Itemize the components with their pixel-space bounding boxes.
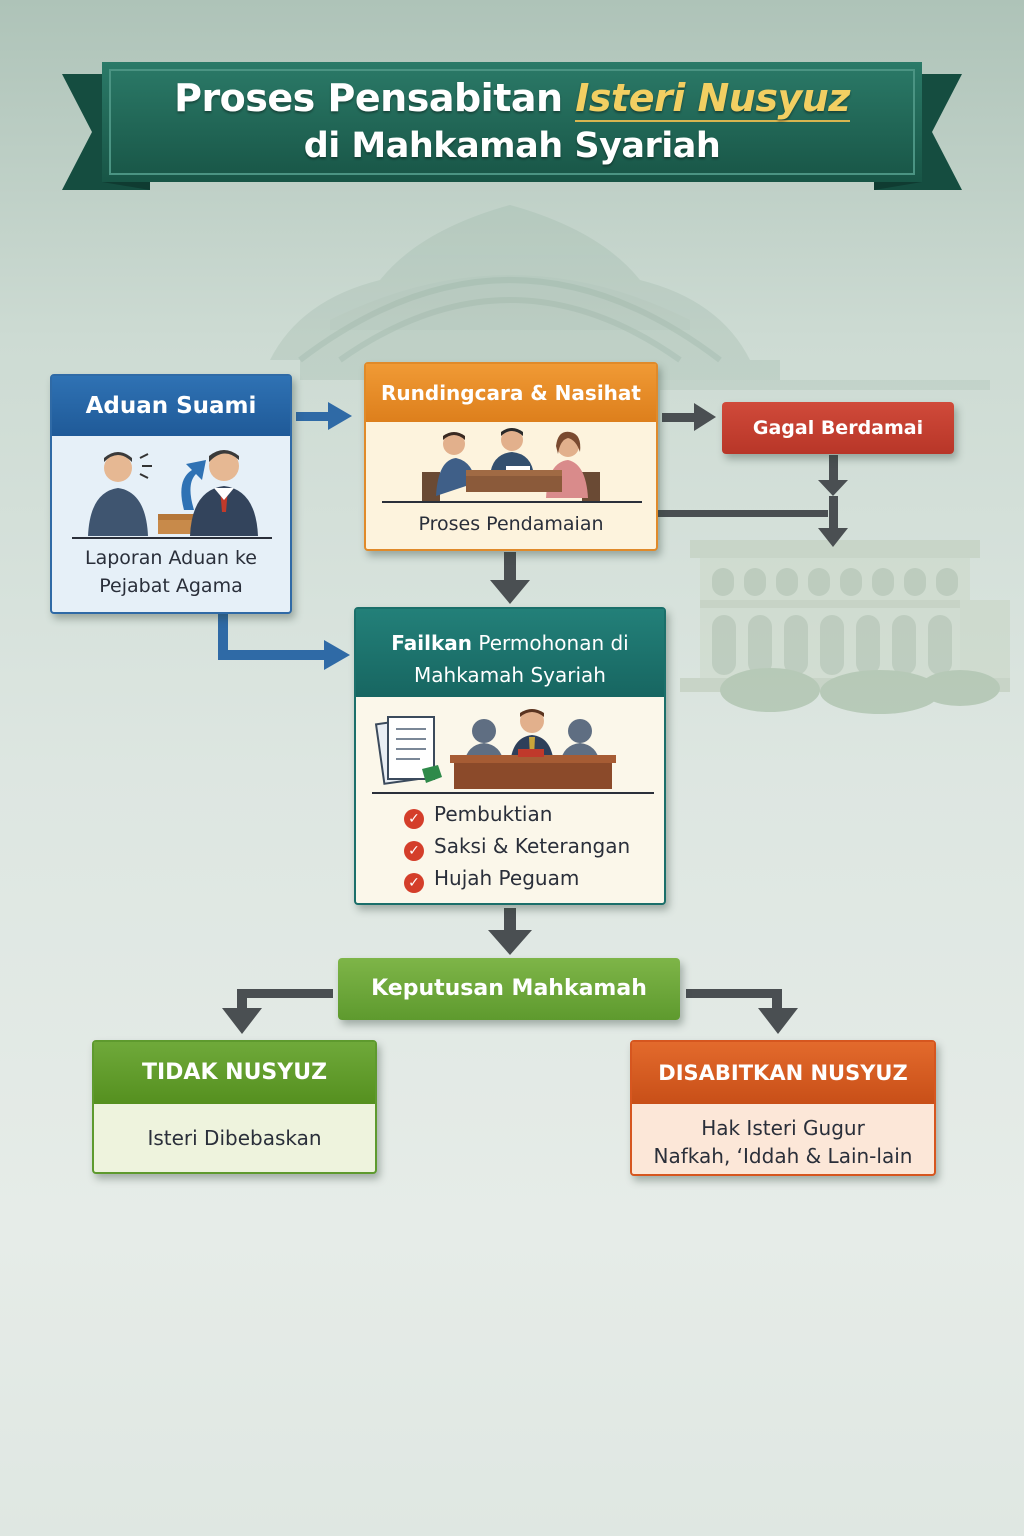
rundingcara-caption: Proses Pendamaian [418,513,604,535]
aduan-line-1: Laporan Aduan ke [85,547,257,569]
gagal-heading: Gagal Berdamai [752,417,924,439]
node-failkan-permohonan: Failkan Permohonan di Mahkamah Syariah ✓… [354,607,666,905]
check-circle-icon: ✓ [404,809,424,829]
failkan-heading-line-2: Mahkamah Syariah [414,663,606,687]
page-title-line-1: Proses Pensabitan Isteri Nusyuz [150,76,874,122]
checklist-item-label: Saksi & Keterangan [434,834,631,858]
disabitkan-line-2: Nafkah, ‘Iddah & Lain-lain [653,1144,913,1168]
tidak-nusyuz-body: Isteri Dibebaskan [147,1126,322,1150]
arrow-rundingcara-to-failkan [490,552,530,604]
title-prefix: Proses Pensabitan [174,76,576,120]
keputusan-heading: Keputusan Mahkamah [371,976,647,1001]
title-highlight: Isteri Nusyuz [575,76,850,122]
disabitkan-heading: DISABITKAN NUSYUZ [632,1042,934,1104]
disabitkan-line-1: Hak Isteri Gugur [701,1116,865,1140]
tidak-nusyuz-heading: TIDAK NUSYUZ [94,1042,375,1104]
checklist-item-label: Pembuktian [434,802,553,826]
node-aduan-suami: Aduan Suami Laporan Aduan ke Pejabat Aga… [50,374,292,614]
page-title-line-2: di Mahkamah Syariah [303,126,721,166]
checklist-item: ✓ Hujah Peguam [404,863,579,893]
failkan-heading: Failkan Permohonan di Mahkamah Syariah [356,609,664,697]
title-banner [62,62,962,190]
rundingcara-heading: Rundingcara & Nasihat [366,364,656,422]
failkan-heading-rest: Permohonan di [472,631,629,655]
node-gagal-berdamai: Gagal Berdamai [722,402,954,454]
arrow-rundingcara-to-gagal [662,403,716,431]
failkan-heading-bold: Failkan [391,631,472,655]
aduan-line-2: Pejabat Agama [99,575,243,597]
check-circle-icon: ✓ [404,841,424,861]
arrow-failkan-to-keputusan [488,908,532,955]
node-tidak-nusyuz: TIDAK NUSYUZ Isteri Dibebaskan [92,1040,377,1174]
aduan-heading: Aduan Suami [52,376,290,436]
checklist-item: ✓ Saksi & Keterangan [404,831,630,861]
node-rundingcara: Rundingcara & Nasihat Proses Pendamaian [364,362,658,551]
checklist-item-label: Hujah Peguam [434,866,580,890]
check-circle-icon: ✓ [404,873,424,893]
arrow-keputusan-to-tidak-nusyuz [222,989,333,1034]
arrow-aduan-to-failkan [218,614,350,670]
arrow-gagal-down [658,455,848,547]
court-hearing-icon [372,709,654,794]
arrow-aduan-to-rundingcara [296,402,352,430]
arrow-keputusan-to-disabitkan [686,989,798,1034]
complaint-meeting-icon [72,450,272,539]
node-keputusan-mahkamah: Keputusan Mahkamah [338,958,680,1020]
checklist-item: ✓ Pembuktian [404,799,552,829]
node-disabitkan-nusyuz: DISABITKAN NUSYUZ Hak Isteri Gugur Nafka… [630,1040,936,1176]
counselling-table-icon [382,428,642,503]
